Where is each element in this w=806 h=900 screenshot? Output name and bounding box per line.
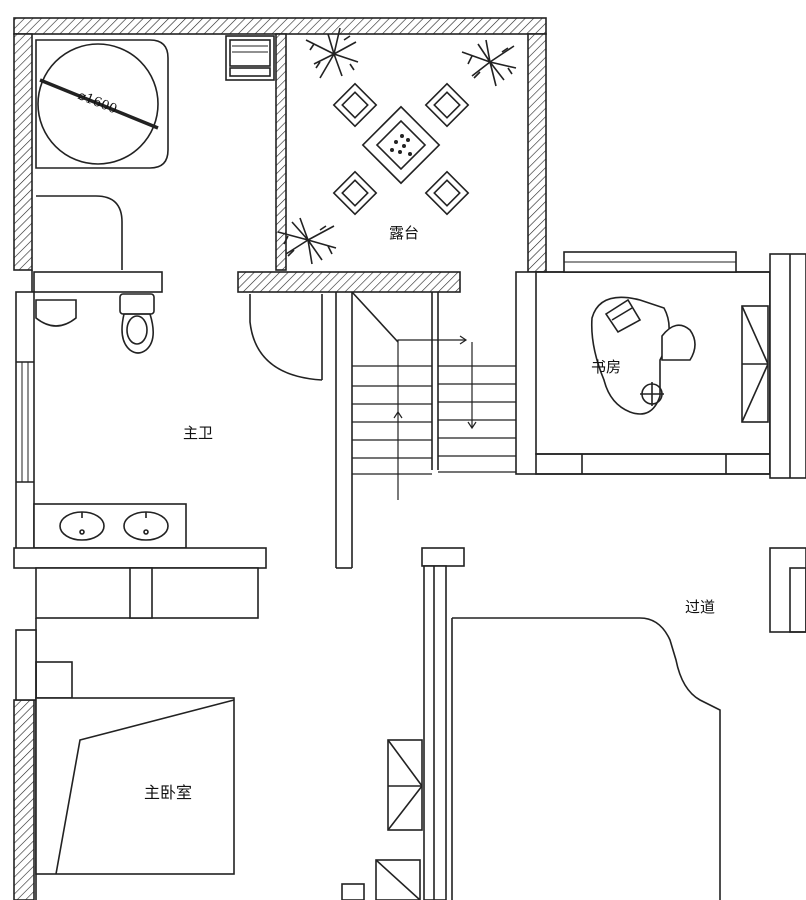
bath-top-ledge xyxy=(237,271,461,293)
room-label-master-bath: 主卫 xyxy=(183,424,213,442)
terrace-right-wall xyxy=(527,33,547,273)
exterior-walls xyxy=(13,17,547,900)
plant-icon xyxy=(461,39,517,87)
plant-icon xyxy=(277,217,337,265)
stair-direction-arrow xyxy=(393,335,477,500)
study xyxy=(515,251,806,479)
bathtub-basin xyxy=(37,43,159,165)
study-desk xyxy=(590,296,696,415)
vanity xyxy=(13,503,267,619)
terrace-divider-wall xyxy=(275,33,287,271)
corridor-counter xyxy=(452,617,721,900)
terrace-chair xyxy=(332,82,378,128)
terrace-chair xyxy=(332,170,378,216)
shower-area xyxy=(36,195,123,270)
room-label-study: 书房 xyxy=(591,358,621,376)
stair-treads xyxy=(352,365,516,475)
room-label-master-bedroom: 主卧室 xyxy=(144,783,192,802)
bed xyxy=(35,697,235,875)
dimension-line xyxy=(39,78,159,130)
bathtub-dimension-label: ⌀1600 xyxy=(76,88,120,117)
terrace-chair xyxy=(424,82,470,128)
master-bedroom xyxy=(15,618,235,900)
left-wall-lower xyxy=(13,699,35,900)
room-label-corridor: 过道 xyxy=(685,598,715,616)
wardrobe xyxy=(341,739,423,900)
bath-shelf xyxy=(35,299,77,327)
corridor-walls xyxy=(341,547,806,900)
top-wall xyxy=(13,17,547,35)
terrace-chair xyxy=(424,170,470,216)
appliance xyxy=(225,35,275,81)
left-wall-upper xyxy=(13,33,33,271)
room-label-terrace: 露台 xyxy=(389,224,419,242)
plant-icon xyxy=(305,27,359,79)
bathtub xyxy=(35,39,169,169)
terrace xyxy=(225,35,470,216)
master-bath xyxy=(13,39,323,619)
toilet xyxy=(119,293,155,354)
study-bookcase xyxy=(741,305,769,423)
terrace-table xyxy=(361,105,441,185)
bath-door-swing xyxy=(249,294,323,381)
stairwell xyxy=(335,291,516,569)
